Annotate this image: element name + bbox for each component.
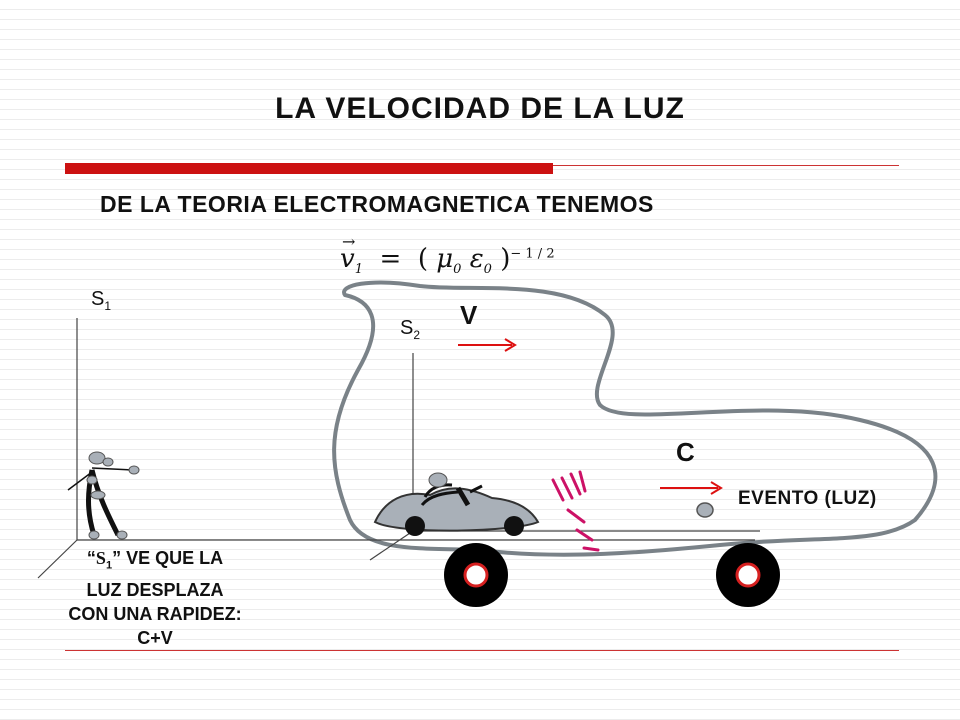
- subtitle: DE LA TEORIA ELECTROMAGNETICA TENEMOS: [100, 191, 654, 217]
- s1-depth-axis: [37, 539, 78, 579]
- formula-close-paren: ): [500, 244, 511, 274]
- light-arrow: [660, 481, 723, 495]
- formula-lhs-sub: 1: [354, 262, 363, 278]
- event-label: EVENTO (LUZ): [738, 488, 877, 509]
- formula-exponent: − 1 / 2: [510, 246, 555, 262]
- light-rays: [551, 470, 600, 552]
- formula-eps-sub: 0: [483, 262, 492, 278]
- formula-epsilon: ε: [469, 244, 484, 274]
- driver-head-icon: [428, 472, 448, 488]
- observer-caption: “S1” VE QUE LA LUZ DESPLAZA CON UNA RAPI…: [68, 548, 242, 648]
- small-car: [373, 472, 540, 536]
- s1-label: S1: [91, 288, 112, 313]
- s2-depth-axis: [369, 530, 414, 561]
- title-underline-thin: [553, 165, 899, 166]
- formula-mu: μ: [436, 244, 454, 274]
- car-outline: [332, 280, 938, 557]
- s2-label: S2: [400, 317, 421, 342]
- formula-mu-sub: 0: [453, 262, 462, 278]
- light-speed-label: C: [676, 437, 695, 467]
- page-title: LA VELOCIDAD DE LA LUZ: [275, 92, 685, 125]
- observer-figure: [67, 451, 140, 540]
- bottom-divider: [65, 650, 899, 651]
- big-wheel-left: [444, 543, 508, 607]
- title-underline-bar: [65, 163, 553, 174]
- formula-equals: =: [379, 244, 402, 274]
- speed-formula: → v1 = ( μ0 ε0 )− 1 / 2: [340, 232, 555, 278]
- formula-open-paren: (: [417, 244, 428, 274]
- small-car-rear-wheel: [504, 516, 524, 536]
- formula-lhs: v: [340, 244, 355, 274]
- big-wheel-right: [716, 543, 780, 607]
- event-light-dot: [696, 502, 714, 518]
- velocity-arrow: [458, 338, 517, 352]
- small-car-front-wheel: [405, 516, 425, 536]
- vector-arrow: →: [342, 232, 356, 251]
- velocity-label: V: [460, 300, 478, 330]
